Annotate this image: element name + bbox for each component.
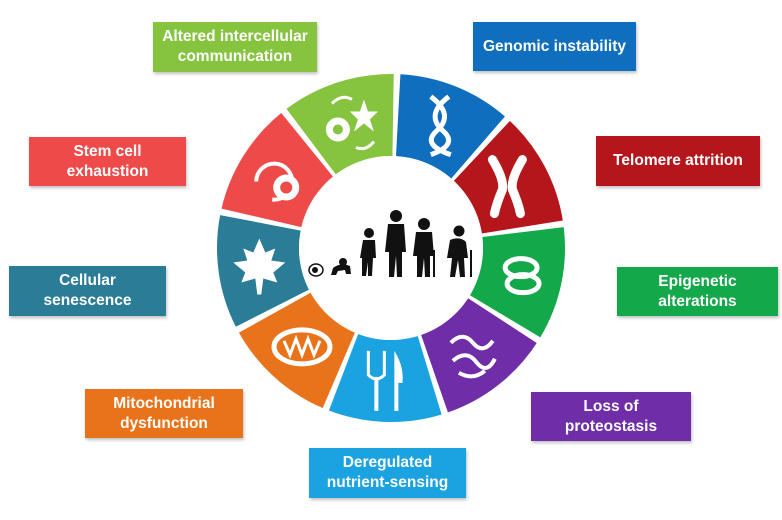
- stem-cell-icon: [254, 161, 300, 202]
- chromosome-icon: [487, 155, 527, 219]
- maple-leaf-icon: [233, 238, 286, 295]
- segment-epigenetic: [469, 227, 566, 338]
- segment-genomic: [395, 74, 505, 179]
- segment-stemcell: [221, 112, 333, 228]
- label-stem-cell-exhaustion: Stem cell exhaustion: [29, 137, 186, 186]
- label-genomic-instability: Genomic instability: [473, 22, 636, 71]
- label-telomere-attrition: Telomere attrition: [596, 136, 760, 186]
- mitochondrion-icon: [271, 327, 333, 367]
- segment-nutrient: [328, 333, 442, 422]
- label-loss-of-proteostasis: Loss of proteostasis: [531, 392, 691, 441]
- protein-structure-icon: [449, 334, 497, 379]
- fork-knife-icon: [366, 350, 403, 411]
- label-mitochondrial-dysfunction: Mitochondrial dysfunction: [85, 389, 243, 438]
- dna-icon: [428, 94, 452, 158]
- segment-telomere: [453, 120, 563, 234]
- label-deregulated-nutrient-sensing: Deregulated nutrient-sensing: [309, 448, 466, 498]
- nucleosome-icon: [502, 256, 542, 296]
- label-altered-intercellular-communication: Altered intercellular communication: [153, 22, 317, 72]
- cell-communication-icon: [325, 95, 378, 151]
- segment-proteostasis: [421, 298, 537, 413]
- segment-mito: [238, 292, 355, 409]
- human-aging-silhouettes-icon: [308, 210, 472, 277]
- wheel-segments: [217, 74, 566, 422]
- label-cellular-senescence: Cellular senescence: [9, 266, 166, 316]
- label-epigenetic-alterations: Epigenetic alterations: [617, 267, 778, 316]
